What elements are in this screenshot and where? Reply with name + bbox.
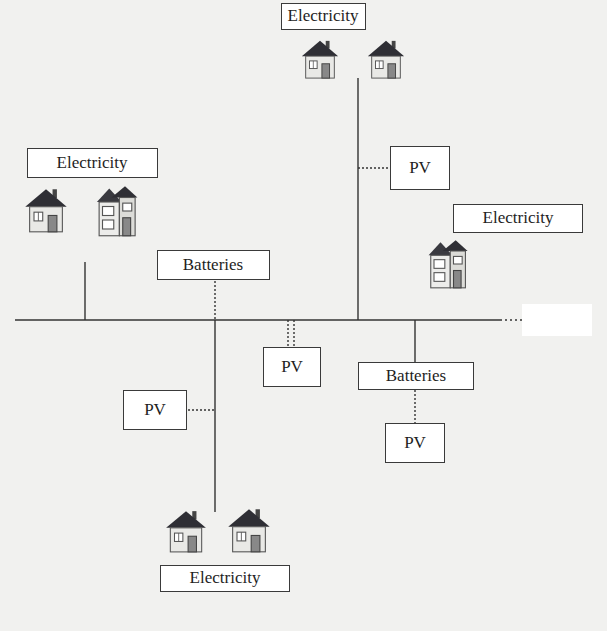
house-icon bbox=[25, 189, 66, 232]
label-box: Batteries bbox=[358, 362, 474, 390]
pv-stub bbox=[287, 320, 288, 347]
dotted-connector bbox=[414, 390, 415, 423]
house-icon bbox=[228, 509, 269, 552]
box-label: PV bbox=[409, 159, 431, 178]
box-label: Batteries bbox=[183, 256, 243, 275]
feeder-line bbox=[214, 320, 215, 512]
bus-continuation bbox=[500, 319, 522, 320]
battery-stub bbox=[214, 281, 215, 320]
label-box: Electricity bbox=[453, 204, 583, 233]
pv-stub bbox=[188, 409, 215, 410]
label-box: PV bbox=[390, 146, 450, 190]
label-box: Electricity bbox=[281, 3, 366, 30]
box-label: Electricity bbox=[483, 209, 554, 228]
pv-stub bbox=[293, 320, 294, 347]
house-icon bbox=[368, 41, 404, 78]
box-label: PV bbox=[281, 358, 303, 377]
label-box: Electricity bbox=[27, 148, 158, 178]
box-label: Electricity bbox=[190, 569, 261, 588]
box-label: PV bbox=[144, 401, 166, 420]
box-label: Electricity bbox=[288, 7, 359, 26]
blank-patch bbox=[522, 304, 592, 336]
feeder-line bbox=[84, 262, 85, 320]
house-icon bbox=[166, 511, 206, 552]
main-bus-line bbox=[15, 319, 500, 320]
feeder-line bbox=[414, 320, 415, 362]
label-box: PV bbox=[385, 423, 445, 463]
house-icon bbox=[97, 186, 138, 236]
box-label: Electricity bbox=[57, 154, 128, 173]
label-box: PV bbox=[263, 347, 321, 387]
pv-stub bbox=[358, 167, 389, 168]
label-box: Batteries bbox=[157, 250, 270, 280]
label-box: PV bbox=[123, 390, 187, 430]
feeder-line bbox=[357, 78, 358, 320]
box-label: Batteries bbox=[386, 367, 446, 386]
house-icon bbox=[429, 240, 468, 288]
label-box: Electricity bbox=[160, 565, 290, 592]
box-label: PV bbox=[404, 434, 426, 453]
house-icon bbox=[302, 41, 338, 78]
